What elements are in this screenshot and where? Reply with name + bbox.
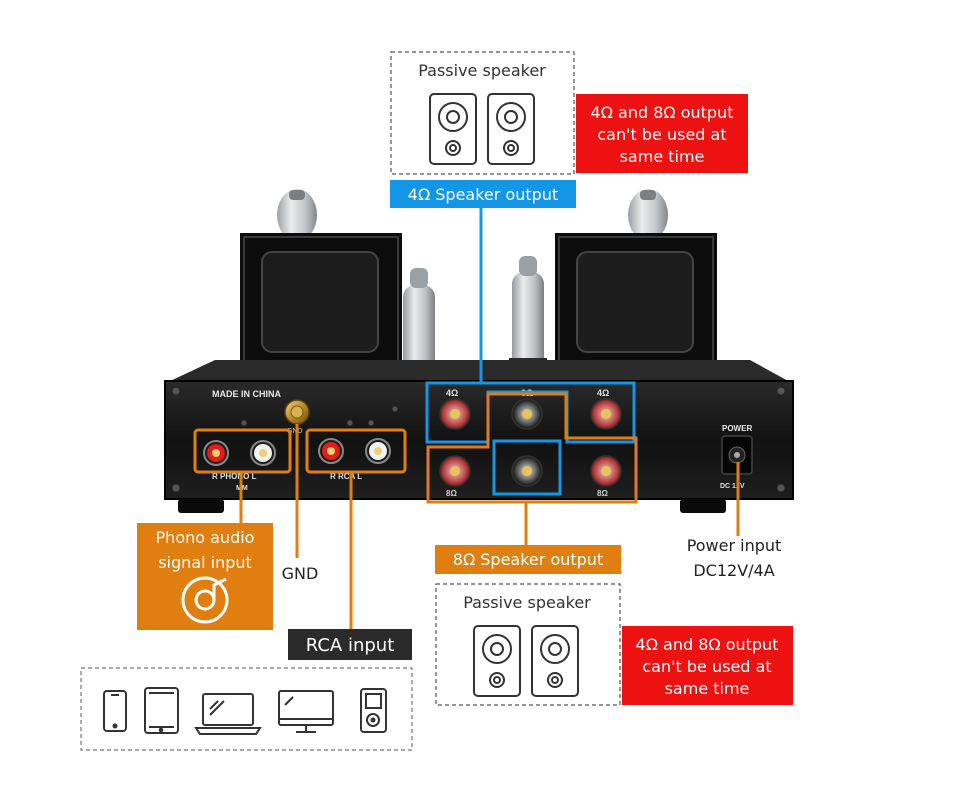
panel-bottom-left-text: 8Ω xyxy=(446,489,457,498)
top-speaker-box: Passive speaker xyxy=(390,51,575,175)
transformer-right xyxy=(555,233,717,384)
bottom-speaker-title: Passive speaker xyxy=(463,593,591,612)
panel-phono-text: R PHONO L xyxy=(212,472,257,481)
chassis-top-plate xyxy=(168,360,790,382)
bottom-warning-line-1: 4Ω and 8Ω output xyxy=(636,635,779,654)
panel-dc-text: DC 12V xyxy=(720,483,745,490)
panel-4ohm-right-text: 4Ω xyxy=(597,388,609,398)
power-label-line-1: Power input xyxy=(687,536,782,555)
binding-post-4ohm-right xyxy=(590,398,622,430)
panel-rca-text: R RCA L xyxy=(330,472,362,481)
binding-post-4ohm-left xyxy=(439,398,471,430)
top-warning-line-3: same time xyxy=(620,147,705,166)
tablet-icon xyxy=(144,687,179,734)
rca-input-label: RCA input xyxy=(288,629,412,660)
panel-screws xyxy=(171,386,786,493)
rca-jack-right xyxy=(318,438,344,464)
speaker-icon xyxy=(429,93,477,165)
top-warning-line-2: can't be used at xyxy=(597,125,726,144)
phono-label-line-1: Phono audio xyxy=(156,528,255,547)
phono-jack-left xyxy=(250,440,276,466)
bottom-speaker-box: Passive speaker xyxy=(435,583,621,706)
speaker-4ohm-label: 4Ω Speaker output xyxy=(390,180,576,208)
gnd-terminal xyxy=(284,399,310,425)
panel-4ohm-left-text: 4Ω xyxy=(446,388,458,398)
laptop-icon xyxy=(194,693,262,735)
binding-post-8ohm-top xyxy=(511,398,543,430)
vacuum-tube-left-large xyxy=(277,189,317,241)
panel-made-in: MADE IN CHINA xyxy=(212,389,281,399)
phono-input-label: Phono audio signal input xyxy=(137,523,273,630)
speaker-8ohm-label-text: 8Ω Speaker output xyxy=(453,550,603,569)
bottom-warning-line-2: can't be used at xyxy=(642,657,771,676)
vacuum-tube-right-large xyxy=(628,189,668,241)
mp3-player-icon xyxy=(360,688,387,733)
rca-label-text: RCA input xyxy=(306,635,395,656)
phono-jack-right xyxy=(203,440,229,466)
speaker-8ohm-highlight xyxy=(426,392,638,504)
source-devices-box xyxy=(80,667,413,751)
rca-jack-left xyxy=(365,438,391,464)
back-panel xyxy=(165,381,793,499)
panel-bottom-right-text: 8Ω xyxy=(597,489,608,498)
speaker-4ohm-highlight xyxy=(425,381,636,444)
bottom-warning-box: 4Ω and 8Ω output can't be used at same t… xyxy=(622,626,793,705)
foot-right xyxy=(680,499,726,513)
binding-post-bottom-right xyxy=(590,455,622,487)
top-speaker-title: Passive speaker xyxy=(418,61,546,80)
monitor-icon xyxy=(278,690,334,733)
power-label-line-2: DC12V/4A xyxy=(693,561,774,580)
speaker-common-highlight xyxy=(492,439,562,496)
phono-label-line-2: signal input xyxy=(158,553,252,572)
speaker-icon xyxy=(487,93,535,165)
bottom-warning-line-3: same time xyxy=(665,679,750,698)
panel-gnd-text: GND xyxy=(287,428,303,435)
top-warning-line-1: 4Ω and 8Ω output xyxy=(591,103,734,122)
rca-input-highlight xyxy=(305,428,407,474)
speaker-4ohm-label-text: 4Ω Speaker output xyxy=(408,185,558,204)
panel-power-text: POWER xyxy=(722,424,752,433)
smartphone-icon xyxy=(103,690,127,732)
speaker-icon xyxy=(473,625,521,697)
binding-post-common xyxy=(511,455,543,487)
amplifier-unit: MADE IN CHINA GND R PHONO L MM R RCA L P… xyxy=(164,189,794,513)
gnd-label: GND xyxy=(282,564,319,583)
turntable-record-icon xyxy=(181,576,229,624)
foot-left xyxy=(178,499,224,513)
speaker-icon xyxy=(531,625,579,697)
binding-post-bottom-left xyxy=(439,455,471,487)
top-warning-box: 4Ω and 8Ω output can't be used at same t… xyxy=(576,94,748,173)
speaker-8ohm-label: 8Ω Speaker output xyxy=(435,545,621,574)
